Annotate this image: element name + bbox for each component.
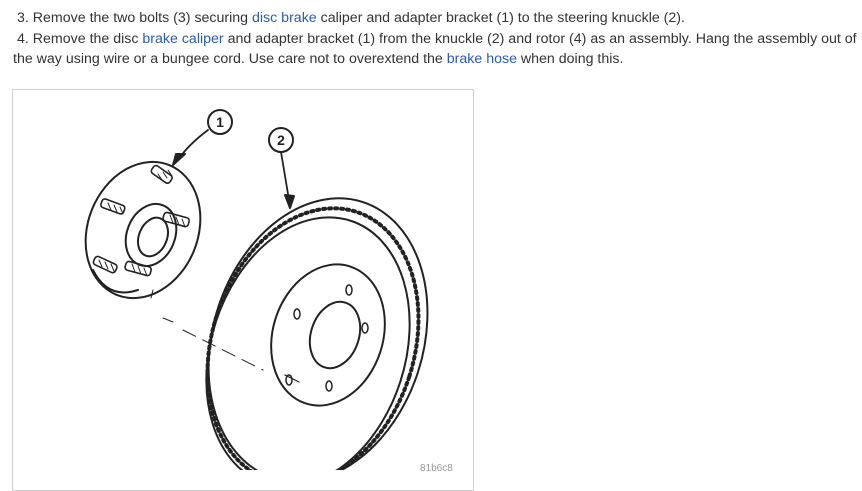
brake-caliper-link[interactable]: brake caliper xyxy=(142,30,224,47)
step-text: Remove the two bolts (3) securing xyxy=(32,10,253,26)
step-text: caliper and adapter bracket (1) to the s… xyxy=(316,10,685,26)
lug-holes xyxy=(285,284,369,392)
hub-and-rotor-drawing: 1 2 xyxy=(84,109,429,470)
step-text: and adapter bracket (1) from the knuckle… xyxy=(13,30,857,68)
callout-1-label: 1 xyxy=(216,114,224,130)
step-text: when doing this. xyxy=(516,51,624,67)
brake-hose-link[interactable]: brake hose xyxy=(446,51,517,67)
callout-2-label: 2 xyxy=(277,132,285,148)
step-number: 3. xyxy=(17,10,29,26)
brake-rotor xyxy=(205,197,429,470)
disc-brake-link[interactable]: disc brake xyxy=(252,10,317,26)
callout-1 xyxy=(172,109,233,166)
callout-2 xyxy=(268,127,295,209)
procedure-steps: 3. Remove the two bolts (3) securing dis… xyxy=(13,8,859,70)
step-text: Remove the disc xyxy=(32,30,143,47)
centerline xyxy=(150,289,264,371)
step-4: 4. Remove the disc brake caliper and ada… xyxy=(13,29,859,70)
hub-flange xyxy=(84,160,202,300)
figure-code: 81b6c8 xyxy=(420,463,453,474)
wheel-studs xyxy=(92,164,190,277)
step-number: 4. xyxy=(17,30,29,47)
rotor-illustration: 1 2 xyxy=(12,89,474,491)
step-3: 3. Remove the two bolts (3) securing dis… xyxy=(13,8,859,29)
